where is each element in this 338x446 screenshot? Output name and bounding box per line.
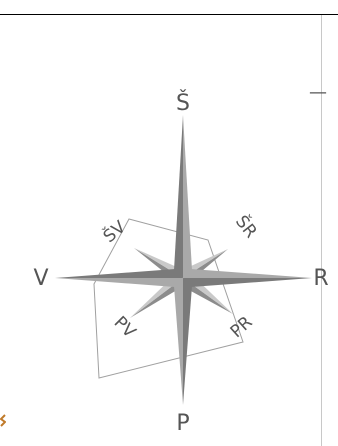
south-point-dark	[183, 278, 192, 405]
south-point-light	[174, 278, 183, 405]
north-point-dark	[174, 115, 183, 278]
label-west: V	[33, 266, 48, 291]
label-north: Š	[176, 90, 190, 116]
east-point-light	[183, 269, 312, 278]
north-point-light	[183, 115, 192, 278]
label-northeast: ŠR	[231, 211, 262, 243]
label-southeast: PR	[227, 312, 257, 342]
label-southwest: PV	[110, 313, 140, 343]
label-east: R	[313, 266, 328, 291]
west-point-light	[55, 278, 183, 287]
minus-icon: —	[309, 82, 327, 103]
east-point-dark	[183, 278, 312, 287]
cardinal-points	[55, 115, 312, 405]
west-point-dark	[55, 269, 183, 278]
corner-mark-icon	[0, 414, 6, 428]
label-northwest: ŠV	[98, 216, 130, 248]
label-south: P	[176, 411, 189, 436]
